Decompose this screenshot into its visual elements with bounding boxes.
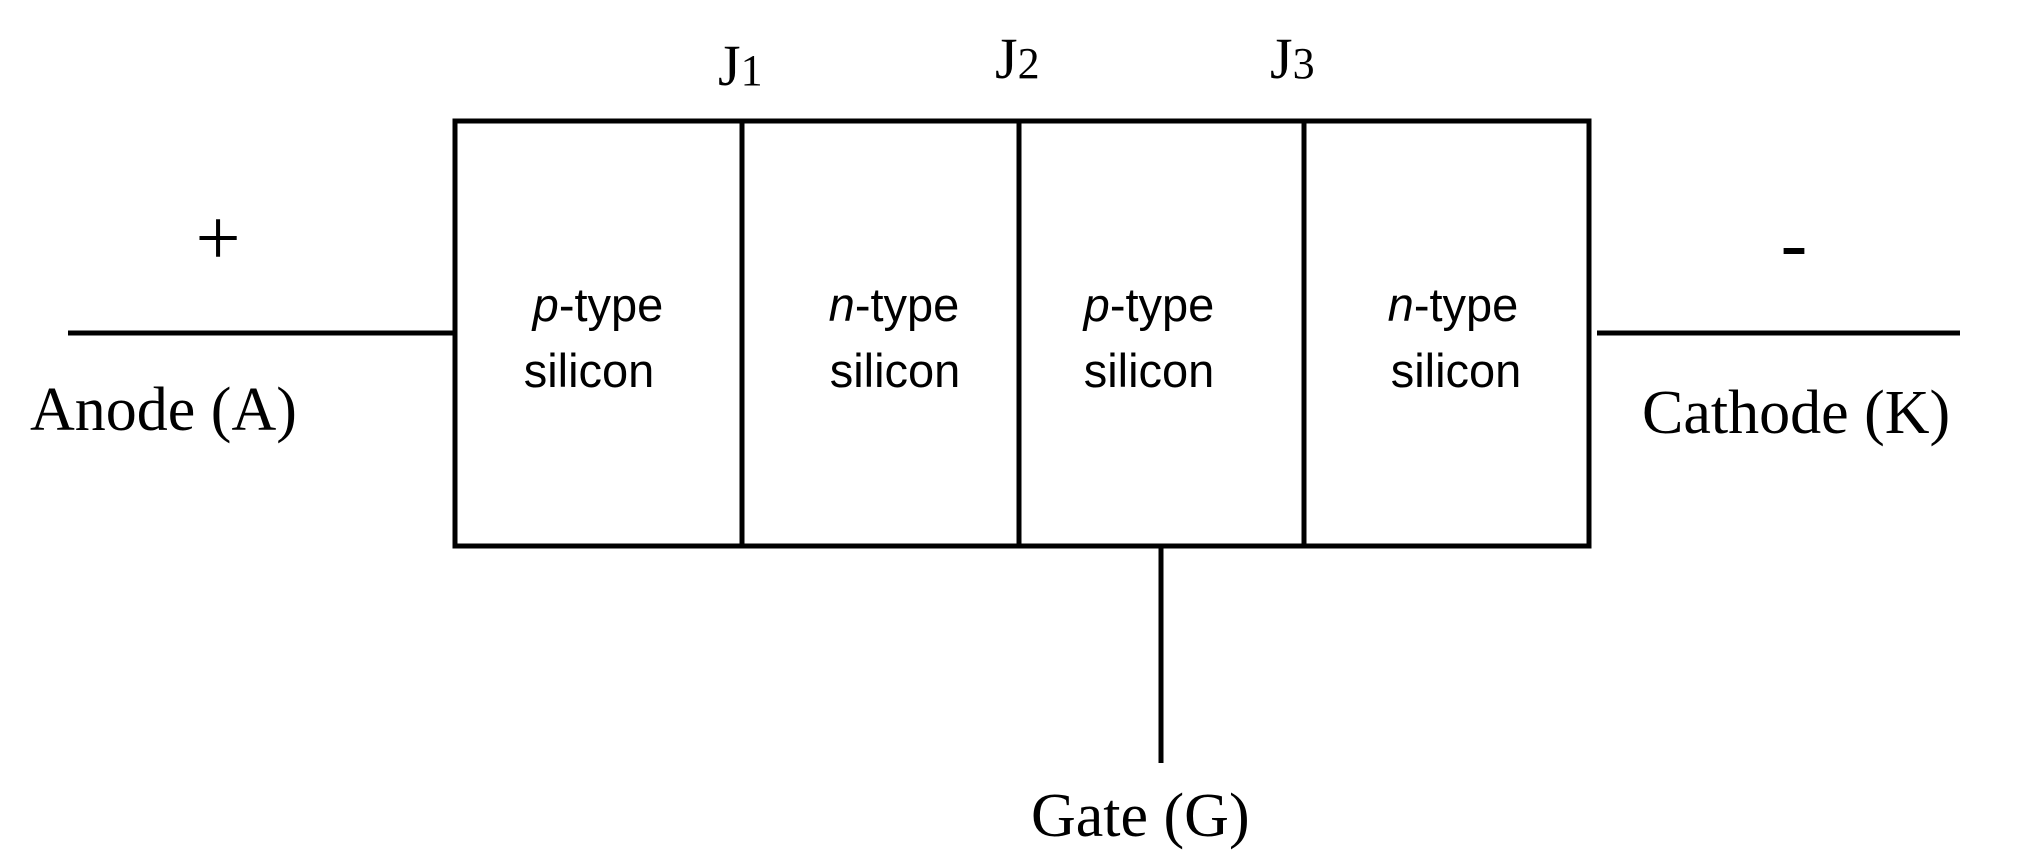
region-2-material: silicon — [830, 344, 961, 397]
region-1-type: p-type — [531, 278, 664, 331]
region-4-material: silicon — [1391, 344, 1522, 397]
region-3: p-type silicon — [1082, 278, 1215, 397]
region-3-material: silicon — [1084, 344, 1215, 397]
cathode-label: Cathode (K) — [1642, 379, 1950, 447]
region-4-type: n-type — [1388, 278, 1519, 331]
anode-polarity-sign: + — [195, 195, 240, 283]
region-1: p-type silicon — [524, 278, 664, 397]
region-2-type: n-type — [829, 278, 960, 331]
junction-label-j3: J3 — [1270, 26, 1315, 91]
device-body — [452, 118, 1592, 549]
junction-label-j1: J1 — [718, 33, 763, 98]
region-3-type: p-type — [1082, 278, 1215, 331]
junction-label-j2: J2 — [995, 26, 1040, 91]
region-1-material: silicon — [524, 344, 655, 397]
region-2: n-type silicon — [829, 278, 961, 397]
gate-label: Gate (G) — [1031, 782, 1250, 850]
cathode-polarity-sign: - — [1781, 200, 1808, 288]
region-4: n-type silicon — [1388, 278, 1522, 397]
anode-label: Anode (A) — [30, 376, 297, 444]
